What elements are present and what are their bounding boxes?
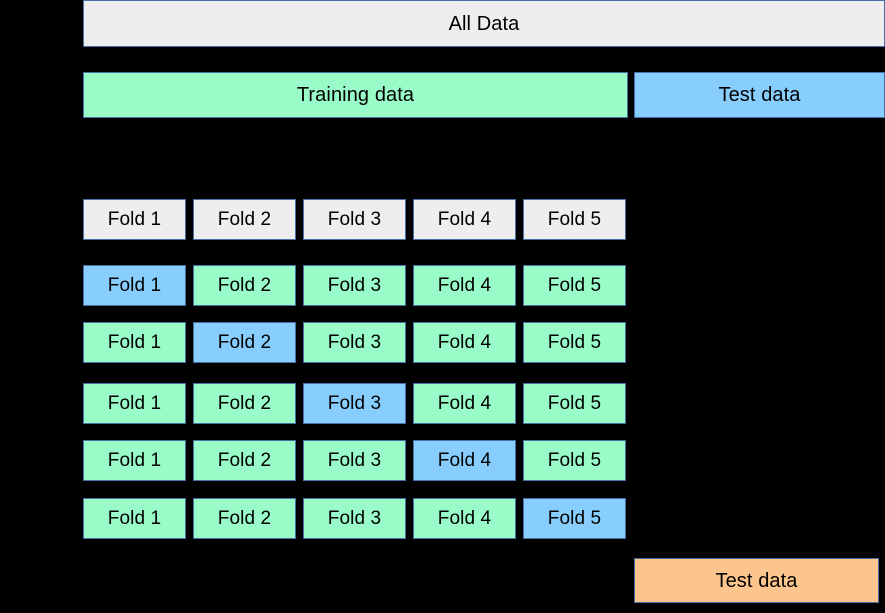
fold-label: Fold 2 <box>217 275 272 296</box>
fold-header-cell-1: Fold 1 <box>83 199 186 240</box>
all-data-label: All Data <box>448 12 520 35</box>
fold-header-cell-4: Fold 4 <box>413 199 516 240</box>
fold-label: Fold 2 <box>217 393 272 414</box>
fold-cell-split4-col2: Fold 2 <box>193 440 296 481</box>
fold-label: Fold 4 <box>437 393 492 414</box>
fold-cell-split2-col5: Fold 5 <box>523 322 626 363</box>
fold-cell-split2-col3: Fold 3 <box>303 322 406 363</box>
fold-cell-split2-col2: Fold 2 <box>193 322 296 363</box>
fold-cell-split5-col1: Fold 1 <box>83 498 186 539</box>
fold-cell-split3-col2: Fold 2 <box>193 383 296 424</box>
fold-label: Fold 3 <box>327 209 382 230</box>
fold-cell-split1-col3: Fold 3 <box>303 265 406 306</box>
fold-label: Fold 3 <box>327 275 382 296</box>
fold-label: Fold 2 <box>217 209 272 230</box>
fold-label: Fold 3 <box>327 393 382 414</box>
fold-label: Fold 3 <box>327 332 382 353</box>
fold-label: Fold 5 <box>547 209 602 230</box>
fold-cell-split3-col4: Fold 4 <box>413 383 516 424</box>
fold-label: Fold 4 <box>437 450 492 471</box>
fold-cell-split2-col1: Fold 1 <box>83 322 186 363</box>
fold-cell-split3-col3: Fold 3 <box>303 383 406 424</box>
fold-label: Fold 2 <box>217 508 272 529</box>
fold-cell-split4-col3: Fold 3 <box>303 440 406 481</box>
fold-label: Fold 4 <box>437 275 492 296</box>
fold-label: Fold 1 <box>107 393 162 414</box>
fold-label: Fold 3 <box>327 450 382 471</box>
fold-label: Fold 2 <box>217 450 272 471</box>
test-data-label: Test data <box>718 84 801 106</box>
fold-label: Fold 5 <box>547 275 602 296</box>
fold-cell-split3-col1: Fold 1 <box>83 383 186 424</box>
fold-cell-split4-col1: Fold 1 <box>83 440 186 481</box>
fold-label: Fold 5 <box>547 393 602 414</box>
training-data-box: Training data <box>83 72 628 118</box>
training-data-label: Training data <box>296 84 415 106</box>
fold-cell-split1-col4: Fold 4 <box>413 265 516 306</box>
final-test-data-box: Test data <box>634 558 879 603</box>
fold-cell-split1-col5: Fold 5 <box>523 265 626 306</box>
fold-label: Fold 1 <box>107 508 162 529</box>
fold-header-cell-5: Fold 5 <box>523 199 626 240</box>
fold-cell-split5-col2: Fold 2 <box>193 498 296 539</box>
fold-cell-split5-col3: Fold 3 <box>303 498 406 539</box>
fold-label: Fold 1 <box>107 450 162 471</box>
fold-label: Fold 5 <box>547 508 602 529</box>
final-test-data-label: Test data <box>715 569 798 592</box>
fold-cell-split5-col4: Fold 4 <box>413 498 516 539</box>
fold-label: Fold 4 <box>437 332 492 353</box>
fold-label: Fold 4 <box>437 209 492 230</box>
fold-cell-split1-col1: Fold 1 <box>83 265 186 306</box>
fold-cell-split5-col5: Fold 5 <box>523 498 626 539</box>
fold-label: Fold 4 <box>437 508 492 529</box>
fold-header-cell-3: Fold 3 <box>303 199 406 240</box>
fold-cell-split4-col5: Fold 5 <box>523 440 626 481</box>
test-data-box: Test data <box>634 72 885 118</box>
fold-label: Fold 1 <box>107 332 162 353</box>
fold-cell-split1-col2: Fold 2 <box>193 265 296 306</box>
fold-header-cell-2: Fold 2 <box>193 199 296 240</box>
fold-cell-split4-col4: Fold 4 <box>413 440 516 481</box>
fold-label: Fold 5 <box>547 450 602 471</box>
fold-cell-split3-col5: Fold 5 <box>523 383 626 424</box>
fold-label: Fold 5 <box>547 332 602 353</box>
all-data-box: All Data <box>83 0 885 47</box>
fold-label: Fold 3 <box>327 508 382 529</box>
fold-cell-split2-col4: Fold 4 <box>413 322 516 363</box>
fold-label: Fold 1 <box>107 209 162 230</box>
fold-label: Fold 1 <box>107 275 162 296</box>
fold-label: Fold 2 <box>217 332 272 353</box>
